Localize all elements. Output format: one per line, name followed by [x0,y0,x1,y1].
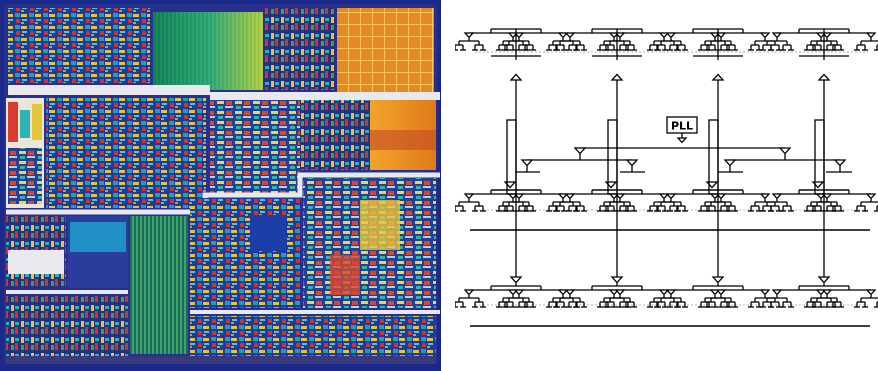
buffer-triangle [612,75,622,81]
logic-block [6,296,128,356]
buffer-triangle [627,160,637,166]
buffer-triangle [867,33,875,37]
buffer-triangle [773,290,781,294]
logic-block [190,198,300,308]
buffer-triangle [465,290,473,294]
logic-block [210,100,300,195]
buffer-triangle [773,33,781,37]
buffer-triangle [819,75,829,81]
logic-block [8,8,150,83]
buffer-triangle [761,33,769,37]
buffer-triangle [713,277,723,283]
buffer-triangle [819,277,829,283]
buffer-triangle [717,290,725,294]
buffer-triangle [678,138,686,142]
buffer-triangle [566,194,574,198]
buffer-triangle [515,290,523,294]
pll-block: PLL [667,117,697,133]
logic-block [300,100,370,170]
logic-block [8,250,64,274]
buffer-triangle [465,194,473,198]
buffer-triangle [725,160,735,166]
buffer-triangle [575,148,585,154]
buffer-triangle [867,194,875,198]
buffer-triangle [667,33,675,37]
buffer-triangle [773,194,781,198]
pll-label: PLL [671,120,693,133]
buffer-triangle [522,160,532,166]
buffer-triangle [867,290,875,294]
processor-die-photo [0,0,441,371]
cache-block-orange [337,8,434,93]
buffer-triangle [511,75,521,81]
cache-block-green [130,216,188,354]
buffer-triangle [835,160,845,166]
buffer-triangle [761,194,769,198]
buffer-triangle [667,194,675,198]
buffer-triangle [616,290,624,294]
clock-distribution-tree: PLL [455,0,878,371]
buffer-triangle [566,33,574,37]
buffer-triangle [511,277,521,283]
logic-block [265,8,335,90]
buffer-triangle [566,290,574,294]
buffer-triangle [667,290,675,294]
logic-block [190,316,436,356]
buffer-triangle [612,277,622,283]
buffer-triangle [823,290,831,294]
buffer-triangle [713,75,723,81]
buffer-triangle [761,290,769,294]
buffer-triangle [780,148,790,154]
logic-block [46,98,206,208]
buffer-triangle [465,33,473,37]
